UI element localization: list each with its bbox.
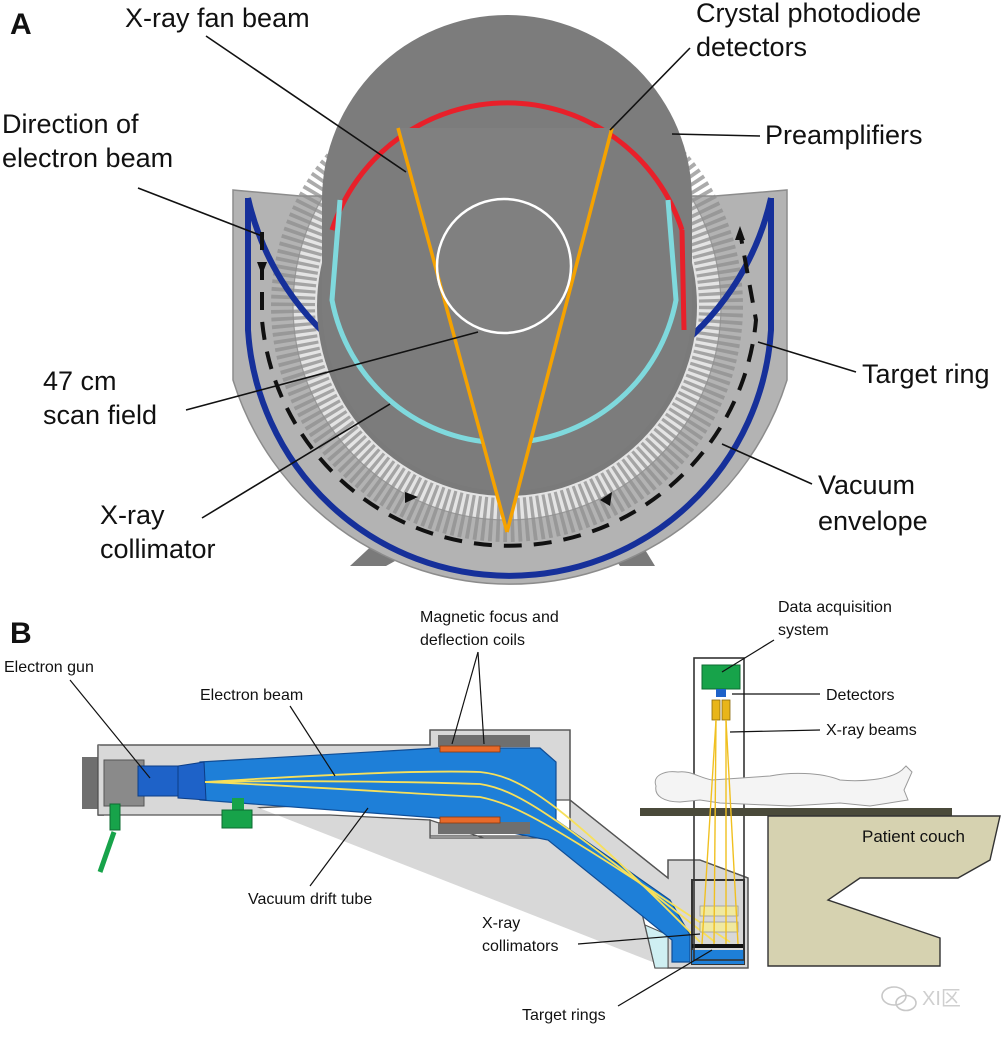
- x-ray-collimators: [699, 905, 739, 917]
- label-scan-line2: scan field: [43, 400, 157, 430]
- label-electron-gun: Electron gun: [4, 659, 94, 676]
- gun-end-cap: [82, 757, 98, 809]
- leader-crystal: [609, 47, 691, 131]
- panel-a-letter: A: [10, 8, 32, 41]
- label-electron-beam: Electron beam: [200, 687, 303, 704]
- leader-target-ring: [757, 341, 857, 373]
- data-acquisition-system: [701, 664, 741, 690]
- leader-x-ray-beams: [729, 729, 821, 733]
- label-target-ring: Target ring: [862, 359, 990, 389]
- leader-scan-field: [185, 331, 479, 411]
- target-rings: [692, 944, 744, 948]
- crystal-photodiode-detector-arc: [329, 100, 685, 231]
- leader-vacuum: [721, 443, 813, 485]
- panel-a: A X-ra: [2, 0, 990, 585]
- leader-coils-a: [451, 651, 479, 745]
- lower-coil-housing: [438, 822, 530, 834]
- lower-deflection-coil: [439, 816, 501, 824]
- panel-b: B: [4, 599, 1001, 1024]
- label-collimator-line2: collimator: [100, 534, 216, 564]
- label-patient-couch: Patient couch: [862, 827, 965, 846]
- leader-direction: [137, 187, 263, 237]
- label-scan-line1: 47 cm: [43, 366, 117, 396]
- label-daq-line2: system: [778, 622, 829, 639]
- label-collimator-line1: X-ray: [100, 500, 165, 530]
- electron-gun-body: [103, 759, 145, 807]
- label-drift-tube: Vacuum drift tube: [248, 891, 372, 908]
- patient-couch: [767, 815, 1001, 967]
- leader-target-rings: [617, 949, 713, 1007]
- label-direction-line2: electron beam: [2, 143, 173, 173]
- arrow-head-1: [257, 262, 267, 275]
- arrow-head-2: [405, 492, 418, 503]
- label-coils-line1: Magnetic focus and: [420, 609, 559, 626]
- gun-cable-fitting: [109, 803, 121, 831]
- label-collimators-line1: X-ray: [482, 915, 520, 932]
- leader-electron-gun: [69, 679, 151, 779]
- label-x-ray-beams: X-ray beams: [826, 722, 917, 739]
- fan-beam-left-edge: [396, 127, 509, 533]
- leader-preamplifiers: [671, 133, 761, 137]
- electron-beam-lines: [204, 770, 731, 943]
- panel-b-letter: B: [10, 617, 32, 650]
- detector-right: [721, 699, 731, 721]
- label-fan-beam: X-ray fan beam: [125, 3, 310, 33]
- label-detectors: Detectors: [826, 687, 894, 704]
- label-daq-line1: Data acquisition: [778, 599, 892, 616]
- leader-collimator: [201, 403, 391, 519]
- arrow-head-3: [600, 492, 612, 506]
- watermark: XI区: [881, 986, 961, 1012]
- leader-collimators: [577, 933, 701, 945]
- upper-deflection-coil: [439, 745, 501, 753]
- detector-left: [711, 699, 721, 721]
- electron-beam-direction-path: [260, 231, 759, 548]
- label-collimators-line2: collimators: [482, 938, 558, 955]
- label-coils-line2: deflection coils: [420, 632, 525, 649]
- x-ray-beams: [701, 719, 739, 945]
- watermark-text: XI区: [922, 988, 961, 1010]
- label-crystal-line1: Crystal photodiode: [696, 0, 921, 28]
- label-preamplifiers: Preamplifiers: [765, 120, 923, 150]
- leader-fan-beam: [205, 35, 407, 173]
- vacuum-pump-fitting: [221, 809, 253, 829]
- label-vacuum-line2: envelope: [818, 506, 928, 536]
- leader-drift-tube: [309, 807, 369, 887]
- label-vacuum-line1: Vacuum: [818, 470, 915, 500]
- label-target-rings: Target rings: [522, 1007, 606, 1024]
- gun-cable: [97, 831, 117, 873]
- label-crystal-line2: detectors: [696, 32, 807, 62]
- leader-daq: [721, 639, 775, 673]
- leader-coils-b: [477, 651, 485, 745]
- leader-electron-beam: [289, 705, 336, 777]
- wechat-icon: [881, 986, 917, 1012]
- fan-beam-right-edge: [505, 127, 614, 533]
- target-ring-path: [245, 198, 774, 579]
- label-direction-line1: Direction of: [2, 109, 139, 139]
- couch-top-board: [640, 808, 952, 816]
- patient-silhouette: [654, 765, 913, 807]
- arrow-head-4: [735, 226, 745, 240]
- collimator-window: [644, 924, 669, 969]
